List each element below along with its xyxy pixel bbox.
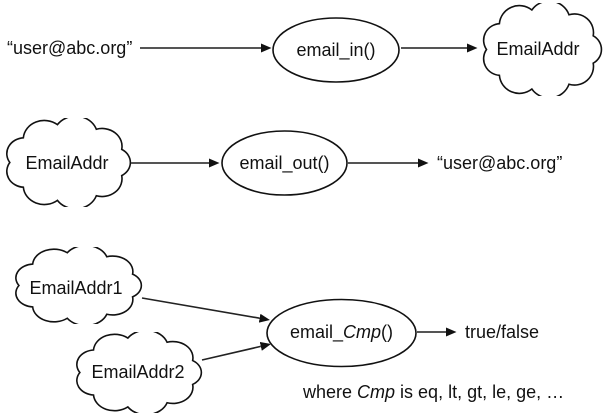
arrow-emailaddr2-to-email-cmp bbox=[201, 342, 272, 361]
ellipse-email-cmp bbox=[266, 298, 417, 368]
arrow-emailaddr1-to-email-cmp bbox=[141, 297, 270, 323]
cmp-note-italic: Cmp bbox=[357, 382, 396, 402]
cloud-label-emailaddr-row2: EmailAddr bbox=[25, 153, 109, 173]
output-literal-row2: “user@abc.org” bbox=[437, 153, 563, 173]
email-cmp-italic: Cmp bbox=[343, 322, 382, 342]
cloud-label-emailaddr1: EmailAddr1 bbox=[29, 278, 123, 298]
function-label-email-in: email_in() bbox=[296, 40, 376, 60]
output-literal-row3: true/false bbox=[465, 322, 540, 342]
cmp-note-suffix: is eq, lt, gt, le, ge, … bbox=[395, 382, 565, 402]
ellipse-email-in bbox=[272, 17, 400, 83]
cmp-note: where Cmp is eq, lt, gt, le, ge, … bbox=[303, 381, 564, 403]
cmp-note-prefix: where bbox=[303, 382, 358, 402]
email-cmp-suffix: () bbox=[381, 322, 394, 342]
function-label-email-out: email_out() bbox=[239, 153, 330, 173]
cloud-label-emailaddr-row1: EmailAddr bbox=[496, 39, 580, 59]
email-cmp-prefix: email_ bbox=[289, 322, 343, 342]
ellipse-email-out bbox=[221, 130, 348, 196]
input-literal-row1: “user@abc.org” bbox=[7, 38, 133, 58]
cloud-label-emailaddr2: EmailAddr2 bbox=[91, 362, 185, 382]
function-label-email-cmp: email_Cmp() bbox=[267, 321, 416, 343]
